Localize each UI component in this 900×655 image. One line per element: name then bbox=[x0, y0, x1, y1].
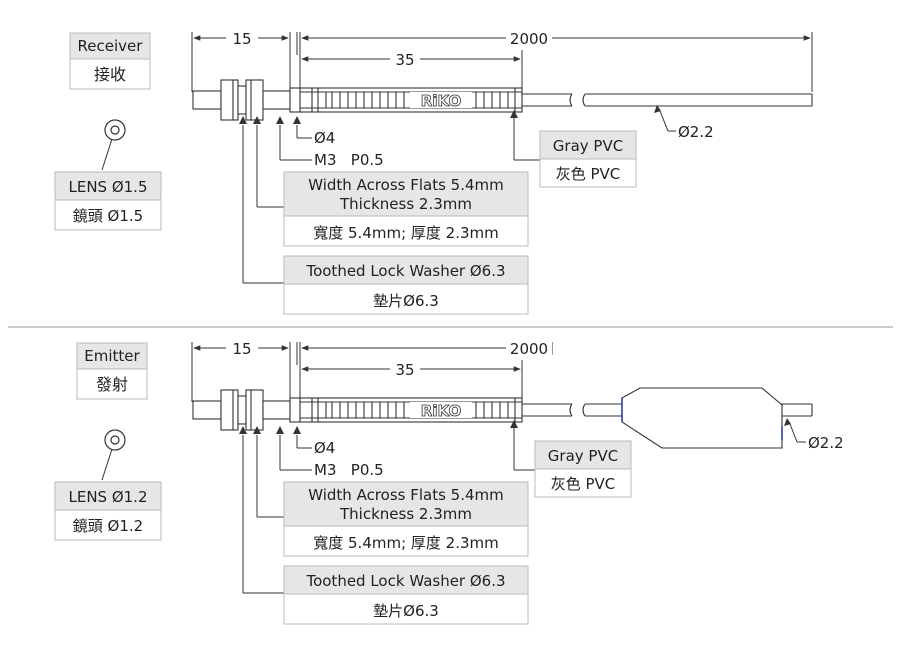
thickness-label: Thickness 2.3mm bbox=[339, 195, 472, 213]
leader-lines bbox=[242, 423, 806, 594]
washer-label-zh: 墊片Ø6.3 bbox=[373, 602, 439, 620]
cable-material-zh: 灰色 PVC bbox=[556, 165, 621, 183]
lens-box: LENS Ø1.5 鏡頭 Ø1.5 bbox=[54, 171, 162, 231]
fiber-cable bbox=[522, 93, 813, 107]
dimension-35: 35 bbox=[395, 361, 414, 379]
dimension-35: 35 bbox=[395, 51, 414, 69]
sensor-title-zh: 發射 bbox=[96, 375, 128, 394]
cable-material-box: Gray PVC 灰色 PVC bbox=[534, 440, 632, 498]
cable-diameter-label: Ø2.2 bbox=[808, 434, 844, 452]
lens-label-zh: 鏡頭 Ø1.2 bbox=[73, 517, 143, 535]
flats-label: Width Across Flats 5.4mm bbox=[308, 176, 504, 194]
cable-coil-outline bbox=[621, 387, 783, 449]
lens-label-zh: 鏡頭 Ø1.5 bbox=[73, 207, 143, 225]
leader-lines bbox=[242, 110, 676, 284]
washer-label-zh: 墊片Ø6.3 bbox=[373, 292, 439, 310]
flats-label: Width Across Flats 5.4mm bbox=[308, 486, 504, 504]
cable-coil-accent bbox=[621, 398, 783, 440]
cable-material: Gray PVC bbox=[548, 447, 618, 465]
dimension-2000: 2000 bbox=[510, 30, 548, 48]
receiver-panel: Receiver 接收 LENS Ø1.5 鏡頭 Ø1.5 bbox=[54, 29, 813, 315]
lens-label: LENS Ø1.5 bbox=[68, 178, 147, 196]
sensor-title-box: Emitter 發射 bbox=[76, 342, 148, 400]
lens-icon bbox=[101, 429, 126, 481]
washer-box: Toothed Lock Washer Ø6.3 墊片Ø6.3 bbox=[283, 565, 529, 625]
washer-label: Toothed Lock Washer Ø6.3 bbox=[305, 262, 505, 280]
flats-label-zh: 寬度 5.4mm; 厚度 2.3mm bbox=[313, 534, 499, 552]
washer-label: Toothed Lock Washer Ø6.3 bbox=[305, 572, 505, 590]
sensor-head bbox=[192, 79, 523, 121]
sensor-title-zh: 接收 bbox=[94, 65, 126, 84]
brand-logo: RiKO bbox=[421, 92, 461, 110]
flats-box: Width Across Flats 5.4mm Thickness 2.3mm… bbox=[283, 171, 529, 247]
leader-arrowheads bbox=[239, 418, 791, 434]
sensor-title-box: Receiver 接收 bbox=[69, 32, 151, 90]
diameter-4-label: Ø4 bbox=[314, 439, 335, 457]
dimension-15: 15 bbox=[232, 30, 251, 48]
thread-label: M3 P0.5 bbox=[314, 151, 384, 169]
sensor-title: Receiver bbox=[78, 37, 144, 55]
brand-logo: RiKO bbox=[421, 402, 461, 420]
dimension-15: 15 bbox=[232, 340, 251, 358]
cable-material: Gray PVC bbox=[553, 137, 623, 155]
dimension-lines bbox=[191, 32, 813, 92]
thread-label: M3 P0.5 bbox=[314, 461, 384, 479]
leader-arrowheads bbox=[239, 105, 661, 124]
flats-label-zh: 寬度 5.4mm; 厚度 2.3mm bbox=[313, 224, 499, 242]
lens-box: LENS Ø1.2 鏡頭 Ø1.2 bbox=[54, 481, 162, 541]
sensor-head bbox=[192, 389, 523, 431]
sensor-title: Emitter bbox=[84, 347, 140, 365]
diameter-4-label: Ø4 bbox=[314, 129, 335, 147]
cable-material-box: Gray PVC 灰色 PVC bbox=[539, 130, 637, 188]
emitter-panel: Emitter 發射 LENS Ø1.2 鏡頭 Ø1.2 15 bbox=[54, 339, 844, 625]
thickness-label: Thickness 2.3mm bbox=[339, 505, 472, 523]
cable-material-zh: 灰色 PVC bbox=[551, 475, 616, 493]
lens-icon bbox=[101, 119, 126, 171]
dimension-2000: 2000 bbox=[510, 340, 548, 358]
flats-box: Width Across Flats 5.4mm Thickness 2.3mm… bbox=[283, 481, 529, 557]
washer-box: Toothed Lock Washer Ø6.3 墊片Ø6.3 bbox=[283, 255, 529, 315]
cable-diameter-label: Ø2.2 bbox=[678, 123, 714, 141]
lens-label: LENS Ø1.2 bbox=[68, 488, 147, 506]
